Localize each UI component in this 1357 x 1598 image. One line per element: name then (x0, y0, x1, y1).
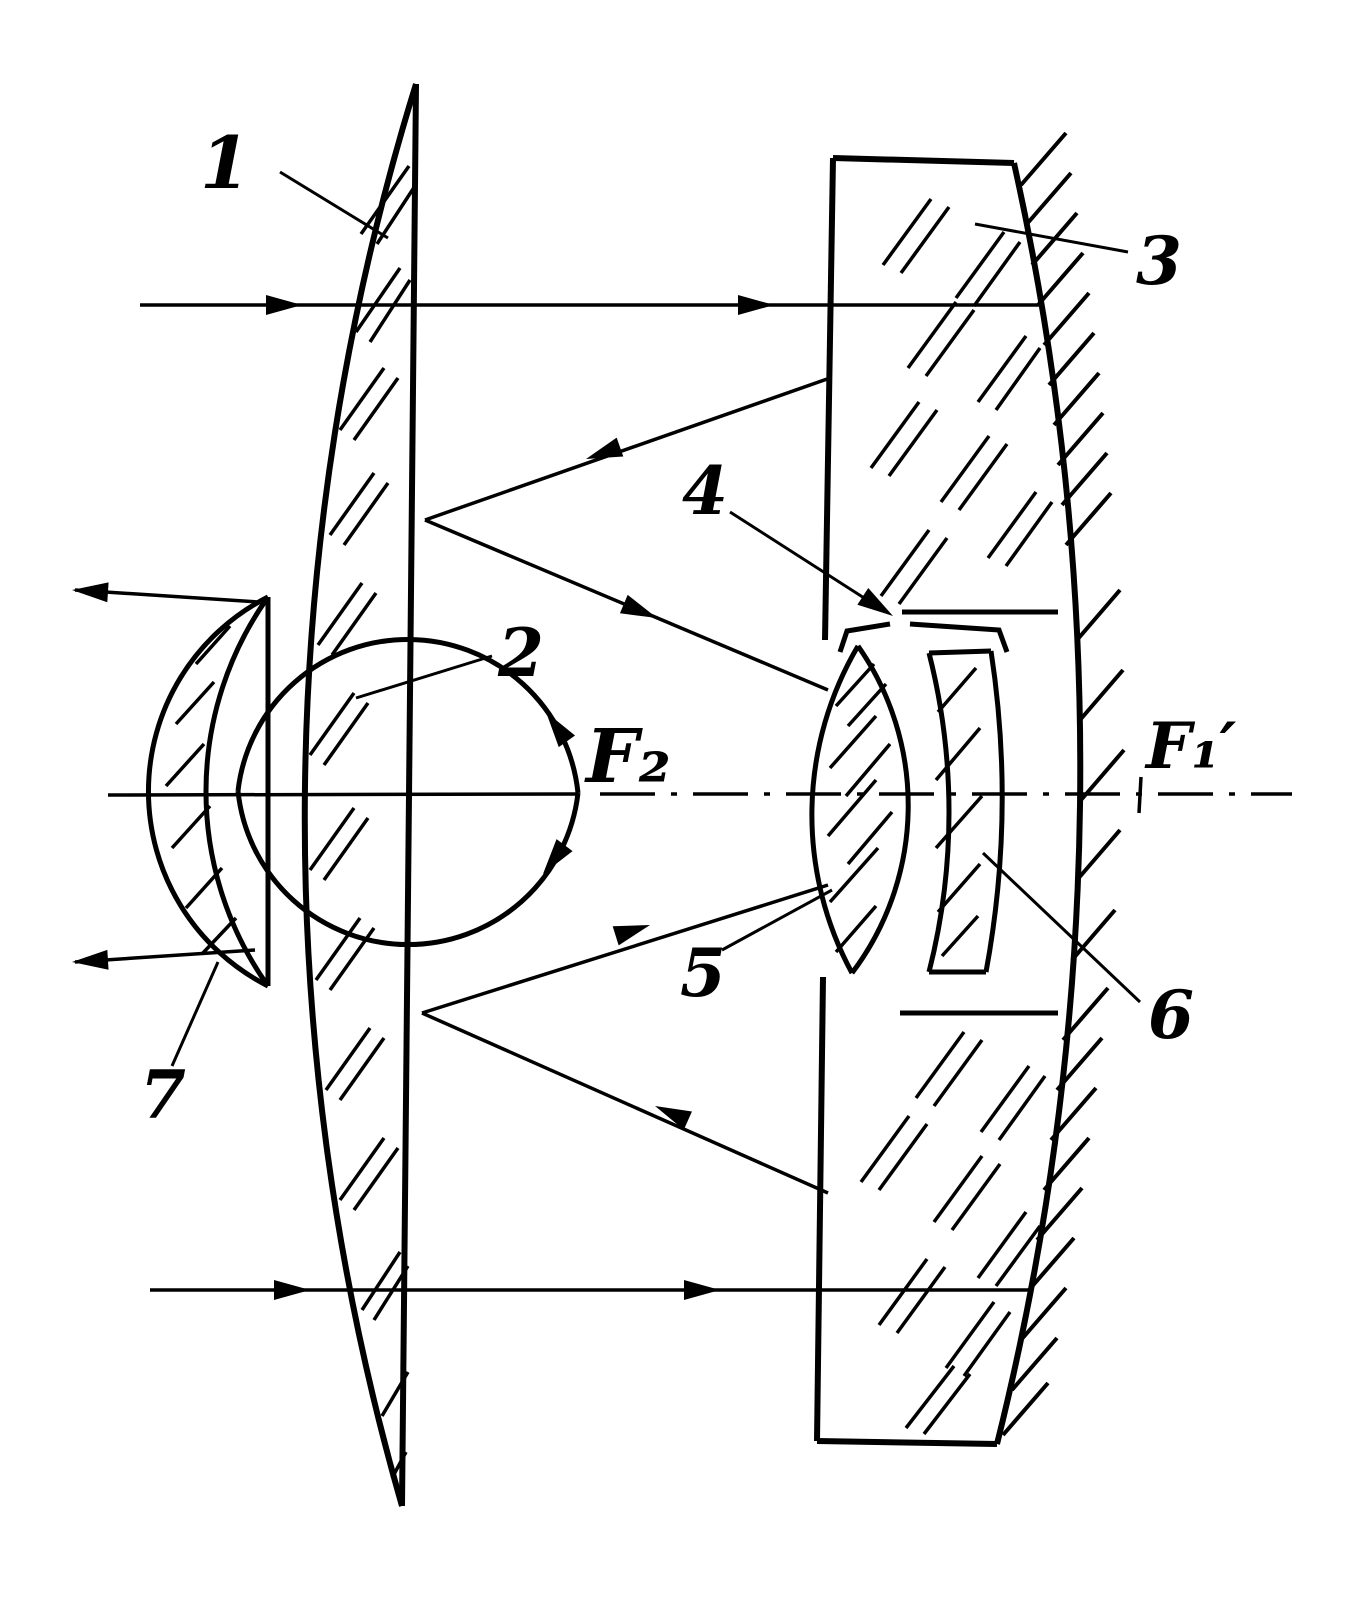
lens-6-left-surface (926, 652, 952, 973)
label-part-7: 7 (140, 1056, 186, 1134)
lens-3-right-surface (994, 162, 1084, 1445)
optical-axis (107, 776, 1292, 814)
labels: 1 2 3 4 5 6 7 F₂ F₁′ (140, 120, 1236, 1134)
bottom-entry-arrowhead-1-icon (274, 1280, 310, 1300)
lens-5-hatching (826, 662, 894, 954)
lower-arc-arrowhead-icon (534, 839, 573, 880)
leader-part-1 (279, 170, 389, 240)
axis-solid-segment (107, 792, 579, 797)
lens-3 (814, 131, 1126, 1447)
label-part-4: 4 (682, 452, 728, 530)
mount-wall-hatching (1001, 131, 1126, 1437)
lens-5 (809, 644, 911, 975)
label-part-5: 5 (680, 934, 726, 1012)
leader-part-4-arrowhead-icon (857, 588, 899, 625)
upper-reflected-out-arrowhead-icon (619, 594, 661, 628)
upper-arc-arrowhead-icon (537, 706, 576, 748)
lens-7-inner-surface (203, 595, 271, 988)
upper-reflected-ray-in (424, 376, 831, 522)
top-entry-arrowhead-2-icon (738, 295, 774, 315)
label-part-2: 2 (497, 614, 544, 692)
label-part-1: 1 (200, 120, 250, 205)
bottom-entry-arrowhead-2-icon (684, 1280, 720, 1300)
top-entry-arrowhead-1-icon (266, 295, 302, 315)
leader-lines (170, 170, 1142, 1067)
top-exit-arrowhead-icon (71, 580, 109, 603)
retainer-bracket-right (909, 621, 1010, 653)
lens-3-left-surface-lower (814, 976, 826, 1442)
lens-3-left-surface-upper (822, 157, 836, 641)
bottom-exit-arrowhead-icon (71, 949, 109, 972)
lower-reflected-ray-out (421, 883, 829, 1015)
focal-point-tick (1137, 776, 1143, 814)
lens-3-hatching (859, 197, 1054, 1436)
lens-6 (926, 648, 1005, 975)
leader-part-7 (170, 961, 220, 1067)
leader-part-5 (721, 888, 833, 952)
lens-5-left-surface (809, 644, 861, 975)
lens-7-hatching (164, 624, 238, 956)
label-part-3: 3 (1136, 222, 1182, 300)
leader-part-2 (355, 654, 493, 700)
lens-6-hatching (934, 666, 984, 958)
lens-6-right-surface (983, 650, 1005, 973)
lens-6-top-edge (928, 648, 992, 656)
lens-3-top-edge (832, 155, 1015, 166)
leader-part-4 (729, 510, 887, 614)
lower-reflected-ray-in (421, 1011, 829, 1195)
label-focal-point-f2: F₂ (584, 714, 671, 800)
label-focal-point-f1-prime: F₁′ (1144, 709, 1236, 784)
leader-part-3 (974, 222, 1129, 254)
element-2-bundle (235, 636, 581, 948)
lens-3-bottom-edge (816, 1438, 998, 1447)
leader-part-6 (981, 851, 1142, 1004)
lens-7 (145, 594, 271, 989)
retainer-bracket-left (837, 621, 891, 653)
label-part-6: 6 (1148, 976, 1194, 1054)
lens-1-hatching (308, 164, 417, 1479)
rays (71, 295, 1040, 1300)
